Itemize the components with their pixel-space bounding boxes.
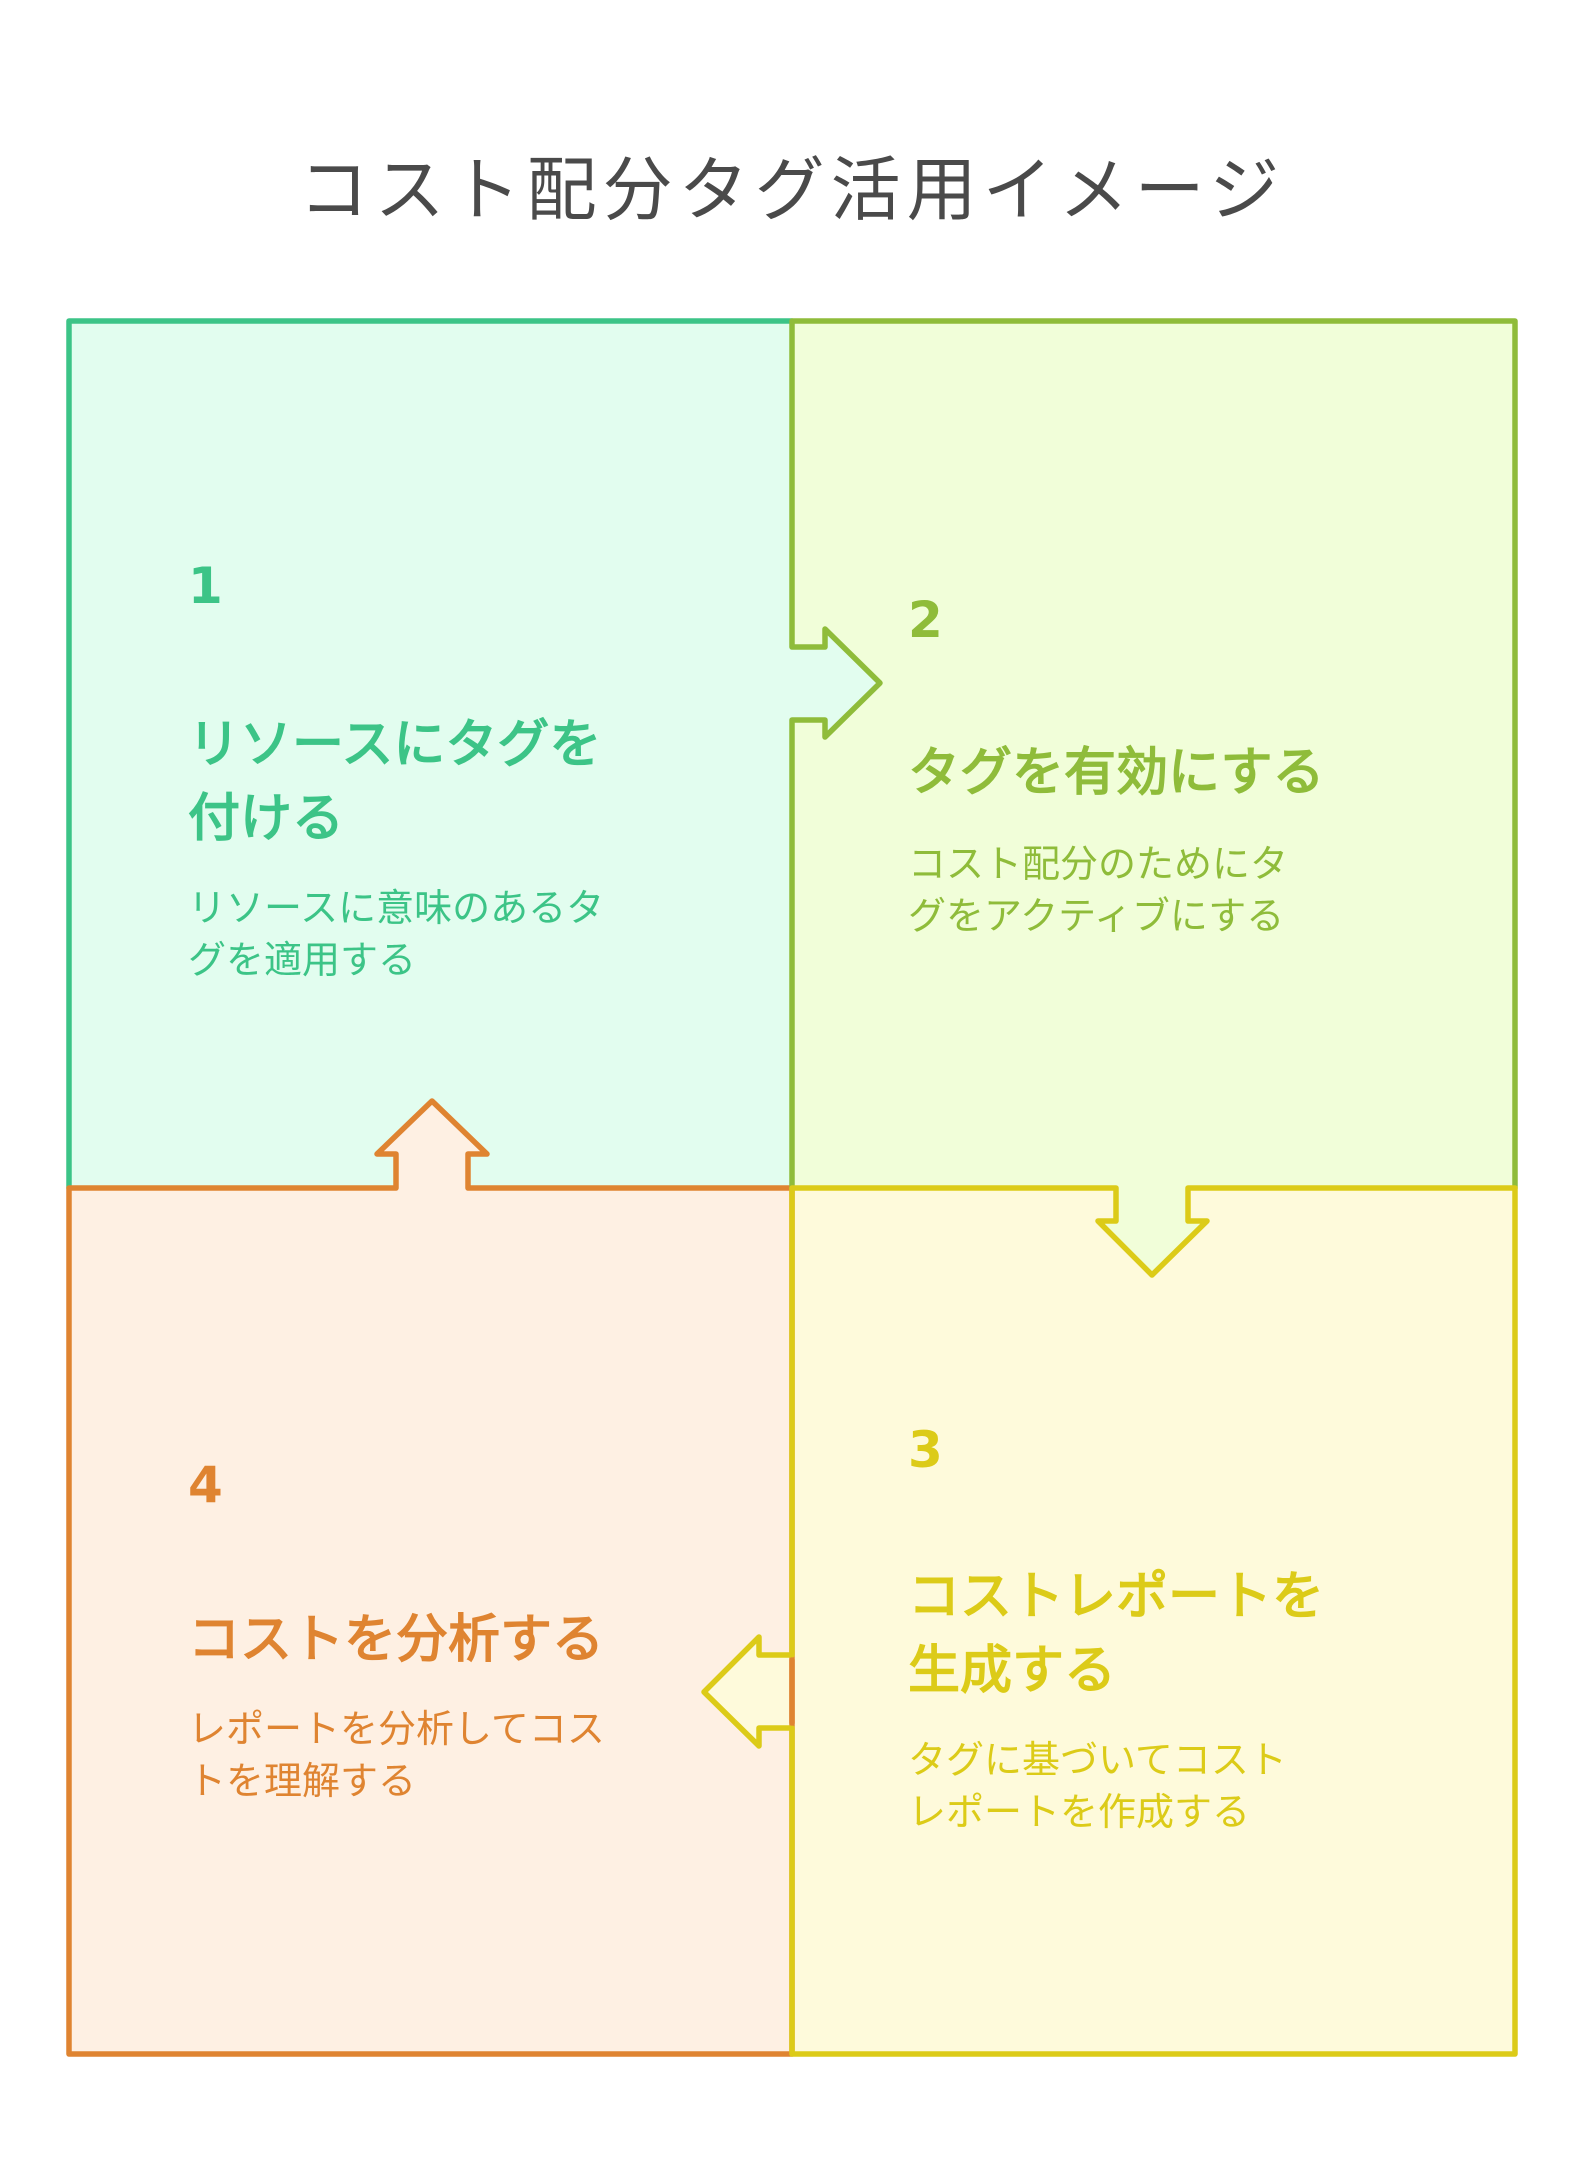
step-2-desc-line-2: グをアクティブにする [908,894,1285,938]
step-2: 2 タグを有効にする コスト配分のためにタ グをアクティブにする [908,590,1428,942]
step-4-box [69,1101,792,2054]
step-4-desc-line-1: レポートを分析してコス [188,1707,605,1751]
step-4: 4 コストを分析する レポートを分析してコス トを理解する [188,1455,688,1807]
step-4-number: 4 [188,1456,223,1514]
step-4-outline [66,1098,795,2057]
step-4-desc-line-2: トを理解する [188,1759,417,1803]
step-3-title-line-2: 生成する [908,1641,1117,1701]
step-3-title-line-1: コストレポートを [908,1567,1325,1627]
step-1-outline [66,318,795,1191]
diagram-title: コスト配分タグ活用イメージ [298,149,1286,231]
step-2-box [792,321,1515,1275]
step-2-number: 2 [908,591,943,649]
step-1-description: リソースに意味のあるタ グを適用する [188,882,688,986]
step-3-description: タグに基づいてコスト レポートを作成する [908,1734,1428,1838]
step-3-title: コストレポートを 生成する [908,1560,1428,1708]
step-2-outline [789,318,1518,1191]
step-4-description: レポートを分析してコス トを理解する [188,1703,688,1807]
step-1: 1 リソースにタグを 付ける リソースに意味のあるタ グを適用する [188,556,688,986]
step-1-number: 1 [188,557,223,615]
step-4-title: コストを分析する [188,1603,688,1677]
step-3-outline [701,1185,1518,2057]
step-2-desc-line-1: コスト配分のためにタ [908,842,1289,886]
step-1-title-line-1: リソースにタグを [188,715,602,775]
step-1-desc-line-1: リソースに意味のあるタ [188,886,605,930]
step-1-title: リソースにタグを 付ける [188,708,688,856]
step-3: 3 コストレポートを 生成する タグに基づいてコスト レポートを作成する [908,1420,1428,1838]
step-1-title-line-2: 付ける [188,789,345,849]
step-2-title-line-1: タグを有効にする [908,743,1325,803]
step-4-title-line-1: コストを分析する [188,1610,605,1670]
step-1-desc-line-2: グを適用する [188,938,417,982]
step-2-description: コスト配分のためにタ グをアクティブにする [908,838,1428,942]
step-3-desc-line-1: タグに基づいてコスト [908,1738,1287,1782]
step-3-number: 3 [908,1421,943,1479]
step-3-desc-line-2: レポートを作成する [908,1790,1251,1834]
step-3-box [704,1188,1515,2054]
step-1-box [69,321,880,1188]
step-2-title: タグを有効にする [908,736,1428,810]
